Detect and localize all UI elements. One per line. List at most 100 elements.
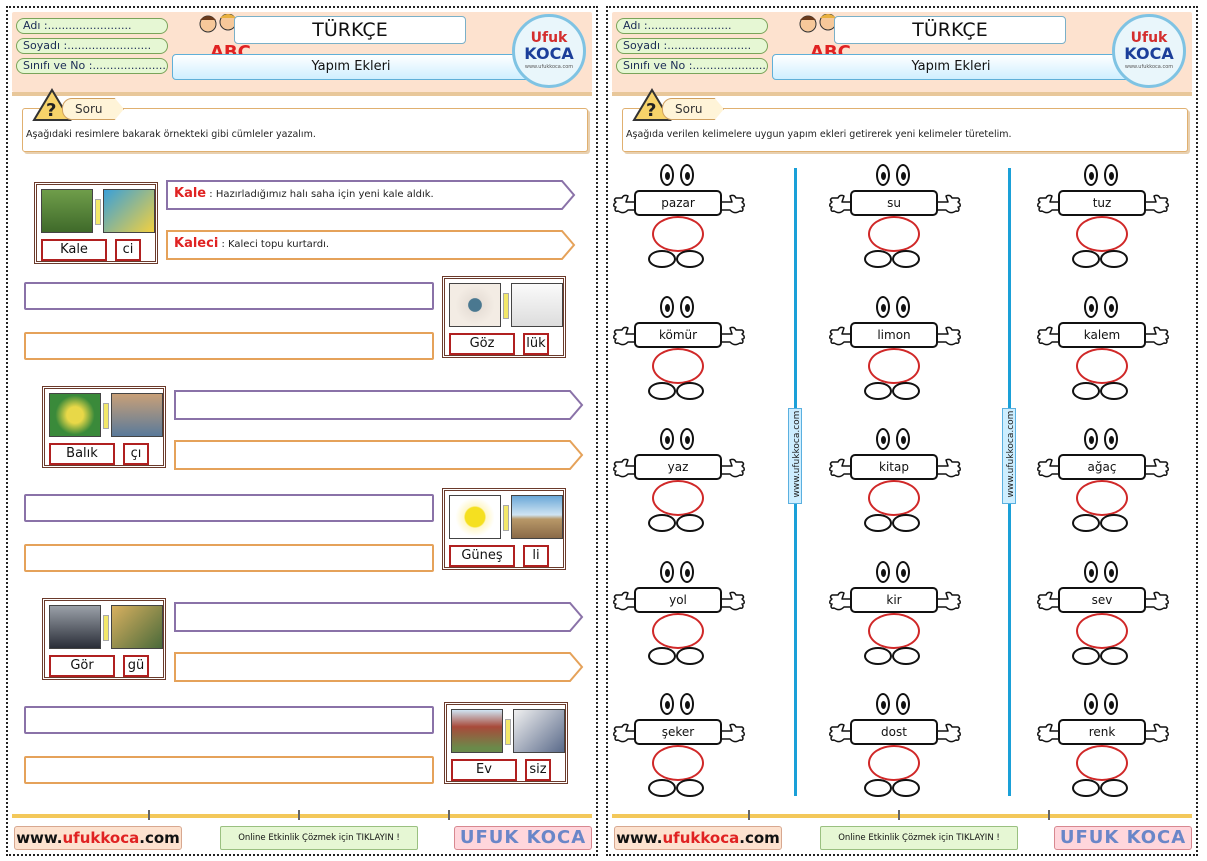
footer-website-link[interactable]: www.ufukkoca.com bbox=[14, 826, 182, 850]
word-card-2: Balık çı bbox=[42, 386, 166, 468]
hand-icon bbox=[936, 190, 962, 216]
answer-line-5a[interactable] bbox=[24, 706, 434, 734]
word-figure: sev bbox=[1036, 561, 1170, 673]
answer-line-3b[interactable] bbox=[24, 544, 434, 572]
class-field[interactable]: Sınıfı ve No :........................ bbox=[16, 58, 168, 74]
answer-circle[interactable] bbox=[1076, 216, 1128, 252]
side-tag-2: www.ufukkoca.com bbox=[1002, 408, 1016, 504]
online-activity-link[interactable]: Online Etkinlik Çözmek için TIKLAYIN ! bbox=[220, 826, 418, 850]
hand-icon bbox=[828, 719, 854, 745]
root-word-box: dost bbox=[850, 719, 938, 745]
answer-circle[interactable] bbox=[652, 216, 704, 252]
eye-icon bbox=[660, 296, 674, 318]
hand-icon bbox=[828, 454, 854, 480]
answer-circle[interactable] bbox=[652, 613, 704, 649]
answer-circle[interactable] bbox=[868, 480, 920, 516]
answer-circle[interactable] bbox=[868, 613, 920, 649]
eye-icon bbox=[680, 428, 694, 450]
online-activity-link[interactable]: Online Etkinlik Çözmek için TIKLAYIN ! bbox=[820, 826, 1018, 850]
answer-circle[interactable] bbox=[1076, 745, 1128, 781]
answer-circle[interactable] bbox=[652, 745, 704, 781]
card-divider bbox=[503, 505, 509, 531]
word-figure: renk bbox=[1036, 693, 1169, 805]
root-word-box: su bbox=[850, 190, 938, 216]
answer-circle[interactable] bbox=[1076, 480, 1128, 516]
word-figure: limon bbox=[828, 296, 961, 408]
root-word: Güneş bbox=[449, 545, 515, 567]
foot-icon bbox=[864, 382, 892, 400]
foot-icon bbox=[648, 382, 676, 400]
hand-icon bbox=[612, 190, 638, 216]
answer-circle[interactable] bbox=[652, 480, 704, 516]
answer-circle[interactable] bbox=[868, 216, 920, 252]
answer-line-1a[interactable] bbox=[24, 282, 434, 310]
class-field[interactable]: Sınıfı ve No :........................ bbox=[616, 58, 768, 74]
footer-tick bbox=[298, 810, 300, 820]
hand-icon bbox=[720, 587, 746, 613]
eye-icon bbox=[876, 164, 890, 186]
ufuk-koca-logo[interactable]: Ufuk KOCA www.ufukkoca.com bbox=[512, 14, 586, 88]
answer-circle[interactable] bbox=[868, 348, 920, 384]
ufuk-koca-logo[interactable]: Ufuk KOCA www.ufukkoca.com bbox=[1112, 14, 1186, 88]
header-divider bbox=[612, 92, 1192, 96]
footer-brand[interactable]: UFUK KOCA bbox=[1054, 826, 1192, 850]
word-figure: kömür bbox=[612, 296, 745, 408]
left-worksheet-page: Adı :........................ Soyadı :..… bbox=[6, 6, 598, 856]
answer-arrow-2b[interactable] bbox=[174, 440, 584, 470]
eye-icon bbox=[876, 561, 890, 583]
hand-icon bbox=[1036, 322, 1062, 348]
word-card-4: Gör gü bbox=[42, 598, 166, 680]
foot-icon bbox=[864, 250, 892, 268]
answer-arrow-4a[interactable] bbox=[174, 602, 584, 632]
footer-brand[interactable]: UFUK KOCA bbox=[454, 826, 592, 850]
fisherman-picture bbox=[111, 393, 163, 437]
eye-icon bbox=[1084, 693, 1098, 715]
eye-picture bbox=[449, 283, 501, 327]
sun-picture bbox=[449, 495, 501, 539]
svg-text:?: ? bbox=[646, 100, 656, 121]
foot-icon bbox=[1072, 382, 1100, 400]
answer-circle[interactable] bbox=[1076, 348, 1128, 384]
suffix-word: çı bbox=[123, 443, 149, 465]
answer-circle[interactable] bbox=[1076, 613, 1128, 649]
surname-field[interactable]: Soyadı :........................ bbox=[16, 38, 168, 54]
footer-website-link[interactable]: www.ufukkoca.com bbox=[614, 826, 782, 850]
suffix-word: gü bbox=[123, 655, 149, 677]
svg-text:?: ? bbox=[46, 100, 56, 121]
answer-line-5b[interactable] bbox=[24, 756, 434, 784]
word-card-example: Kale ci bbox=[34, 182, 158, 264]
suffix-word: li bbox=[523, 545, 549, 567]
hand-icon bbox=[936, 719, 962, 745]
root-word-box: kalem bbox=[1058, 322, 1146, 348]
answer-circle[interactable] bbox=[868, 745, 920, 781]
eye-icon bbox=[896, 693, 910, 715]
answer-circle[interactable] bbox=[652, 348, 704, 384]
word-card-3: Güneş li bbox=[442, 488, 566, 570]
foot-icon bbox=[648, 250, 676, 268]
eye-icon bbox=[896, 561, 910, 583]
answer-arrow-2a[interactable] bbox=[174, 390, 584, 420]
answer-line-3a[interactable] bbox=[24, 494, 434, 522]
answer-line-1b[interactable] bbox=[24, 332, 434, 360]
card-divider bbox=[95, 199, 101, 225]
name-field[interactable]: Adı :........................ bbox=[16, 18, 168, 34]
footer-tick bbox=[148, 810, 150, 820]
eye-icon bbox=[680, 296, 694, 318]
footer-tick bbox=[748, 810, 750, 820]
surname-field[interactable]: Soyadı :........................ bbox=[616, 38, 768, 54]
root-word-box: yaz bbox=[634, 454, 722, 480]
foot-icon bbox=[1072, 514, 1100, 532]
word-figure: kalem bbox=[1036, 296, 1169, 408]
hand-icon bbox=[1036, 719, 1062, 745]
hand-icon bbox=[1144, 587, 1170, 613]
eye-icon bbox=[1104, 296, 1118, 318]
root-word-box: renk bbox=[1058, 719, 1146, 745]
goal-picture bbox=[41, 189, 93, 233]
foot-icon bbox=[676, 250, 704, 268]
foot-icon bbox=[864, 779, 892, 797]
name-field[interactable]: Adı :........................ bbox=[616, 18, 768, 34]
root-word-box: ağaç bbox=[1058, 454, 1146, 480]
eye-icon bbox=[1104, 428, 1118, 450]
answer-arrow-4b[interactable] bbox=[174, 652, 584, 682]
foot-icon bbox=[1100, 382, 1128, 400]
